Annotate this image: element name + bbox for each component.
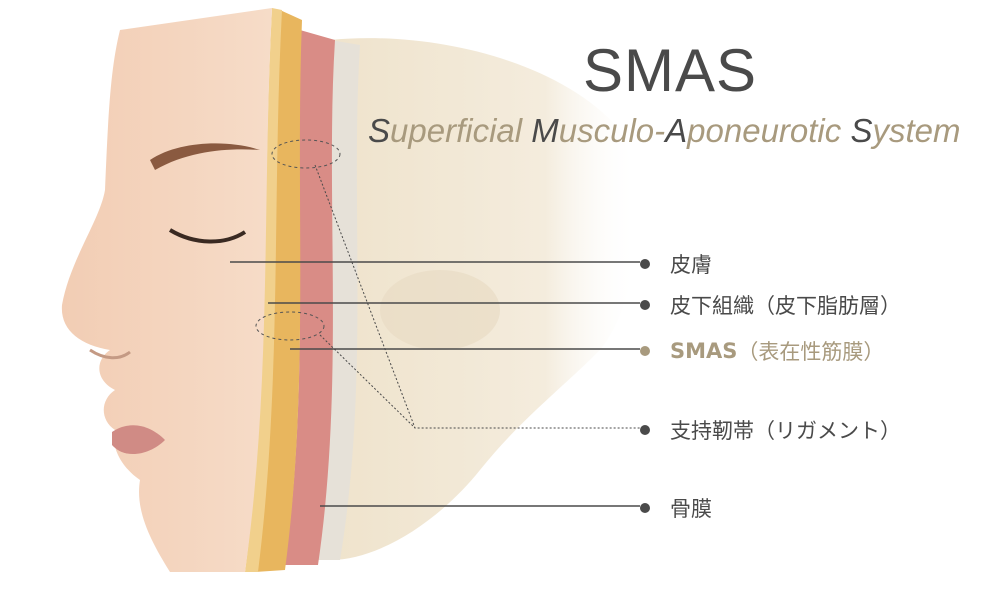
nostril xyxy=(89,348,131,360)
label-text: 支持靭帯（リガメント） xyxy=(670,419,901,443)
label-text: 皮下組織（皮下脂肪層） xyxy=(670,294,901,318)
title: SMAS xyxy=(582,37,758,104)
closed-eye xyxy=(168,228,247,244)
face-profile xyxy=(61,8,272,572)
label-subcutaneous: 皮下組織（皮下脂肪層） xyxy=(640,290,901,320)
subtitle: Superficial Musculo-Aponeurotic System xyxy=(368,112,961,149)
ligament-marker xyxy=(271,139,341,169)
label-smas: SMAS（表在性筋膜） xyxy=(640,336,884,366)
eye-socket xyxy=(380,270,500,350)
fat-layer xyxy=(255,10,302,572)
lips xyxy=(112,425,165,455)
ligament-marker xyxy=(255,311,325,341)
skin-layer xyxy=(245,8,282,572)
label-skin: 皮膚 xyxy=(640,249,712,279)
label-ligament: 支持靭帯（リガメント） xyxy=(640,415,901,445)
smas-muscle-layer xyxy=(285,30,335,565)
label-periosteum: 骨膜 xyxy=(640,493,712,523)
label-strong: SMAS xyxy=(670,339,738,363)
bullet-icon xyxy=(640,425,650,435)
label-text: 皮膚 xyxy=(670,253,712,277)
bullet-icon xyxy=(640,346,650,356)
bullet-icon xyxy=(640,259,650,269)
label-text: 骨膜 xyxy=(670,497,712,521)
label-text: （表在性筋膜） xyxy=(737,340,885,364)
eyebrow xyxy=(150,143,260,170)
bullet-icon xyxy=(640,300,650,310)
bullet-icon xyxy=(640,503,650,513)
